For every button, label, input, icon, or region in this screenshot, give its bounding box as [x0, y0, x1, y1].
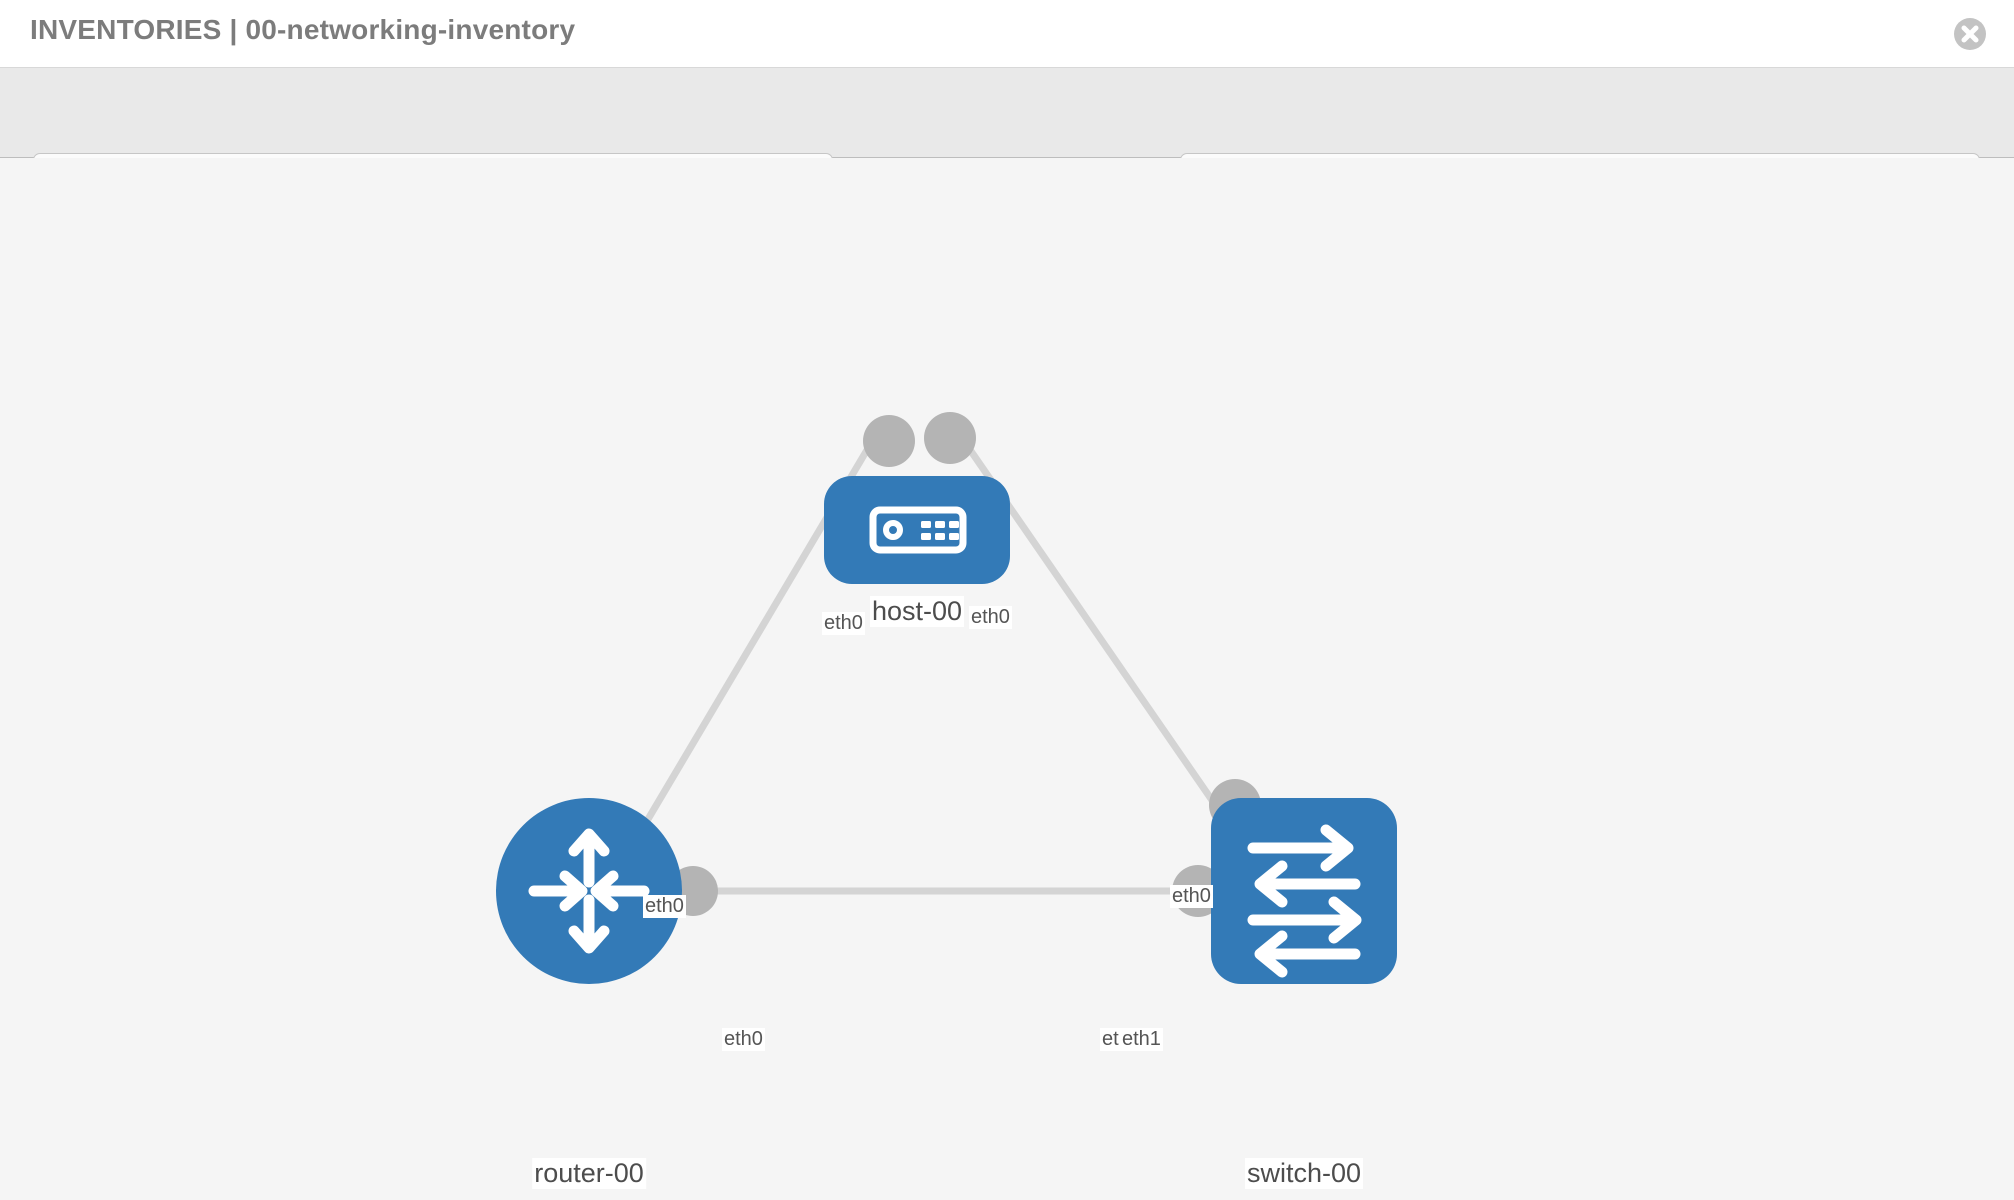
close-icon[interactable] — [1954, 18, 1986, 50]
iface-label-host-eth0-left: eth0 — [822, 612, 865, 635]
iface-label-switch-eth0-uplink: eth0 — [1170, 885, 1213, 908]
node-router-00 — [496, 798, 682, 984]
iface-label-router-eth0-uplink: eth0 — [643, 895, 686, 918]
iface-label-host-eth0-right: eth0 — [969, 606, 1012, 629]
node-label-switch-00: switch-00 — [1244, 1158, 1364, 1189]
switch-arrows-icon — [1247, 824, 1362, 978]
iface-label-switch-eth1: eth1 — [1120, 1028, 1163, 1051]
iface-label-router-eth0: eth0 — [722, 1028, 765, 1051]
topology-graph — [496, 412, 1397, 984]
endpoint-host-eth0-left — [863, 415, 915, 467]
topology-canvas[interactable]: host-00 router-00 switch-00 eth0 eth0 et… — [0, 158, 2014, 1200]
toolbar: ACTIONS SEARCH — [0, 68, 2014, 201]
page-header: INVENTORIES | 00-networking-inventory — [0, 0, 2014, 68]
page-title: INVENTORIES | 00-networking-inventory — [30, 14, 576, 45]
router-arrows-icon — [528, 828, 650, 954]
endpoint-host-eth0-right — [924, 412, 976, 464]
node-label-host-00: host-00 — [869, 596, 965, 627]
node-host-00 — [824, 476, 1010, 584]
node-switch-00 — [1211, 798, 1397, 984]
node-label-router-00: router-00 — [532, 1158, 646, 1189]
server-icon — [869, 506, 967, 554]
